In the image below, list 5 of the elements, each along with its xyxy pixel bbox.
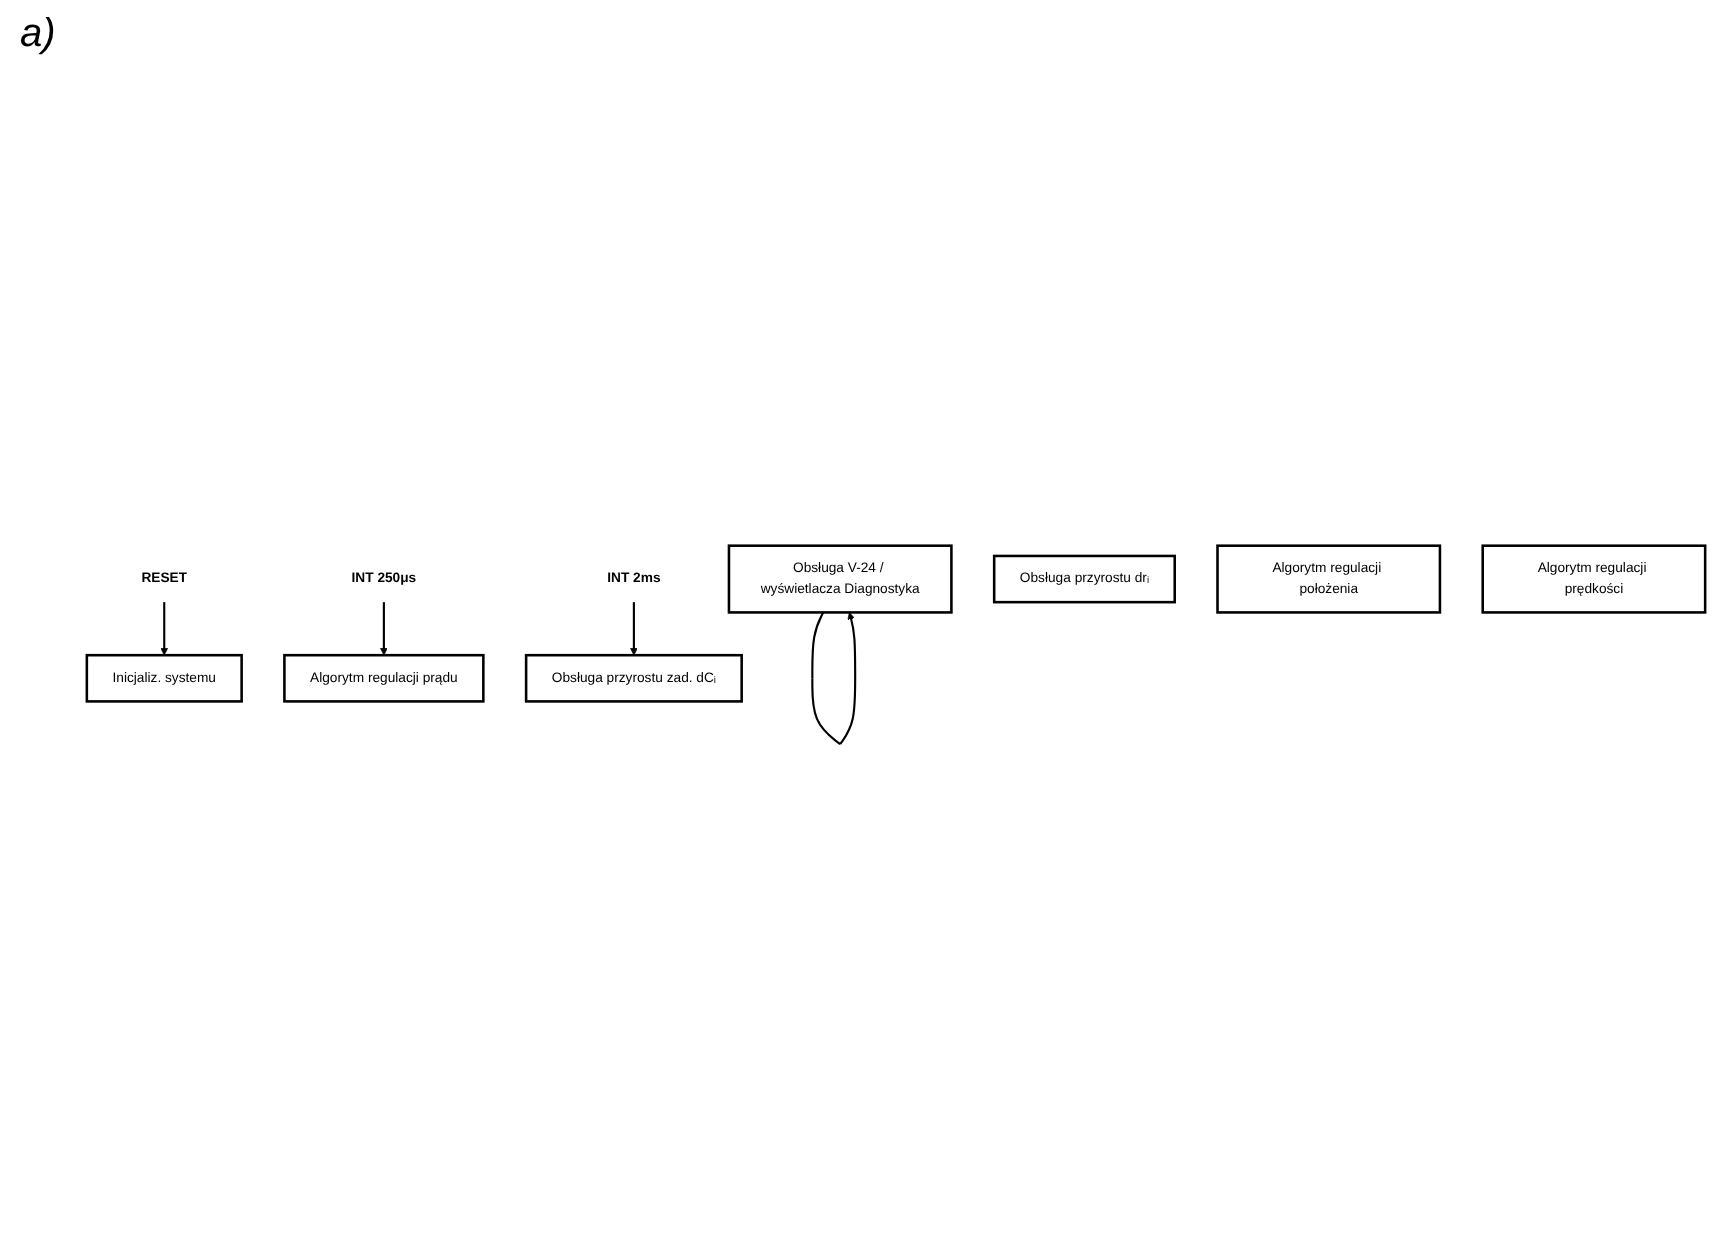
panel-label: a)	[20, 12, 56, 56]
arrow	[811, 611, 857, 746]
arrow	[160, 602, 168, 656]
arrow	[380, 602, 388, 656]
arrow	[630, 602, 638, 656]
